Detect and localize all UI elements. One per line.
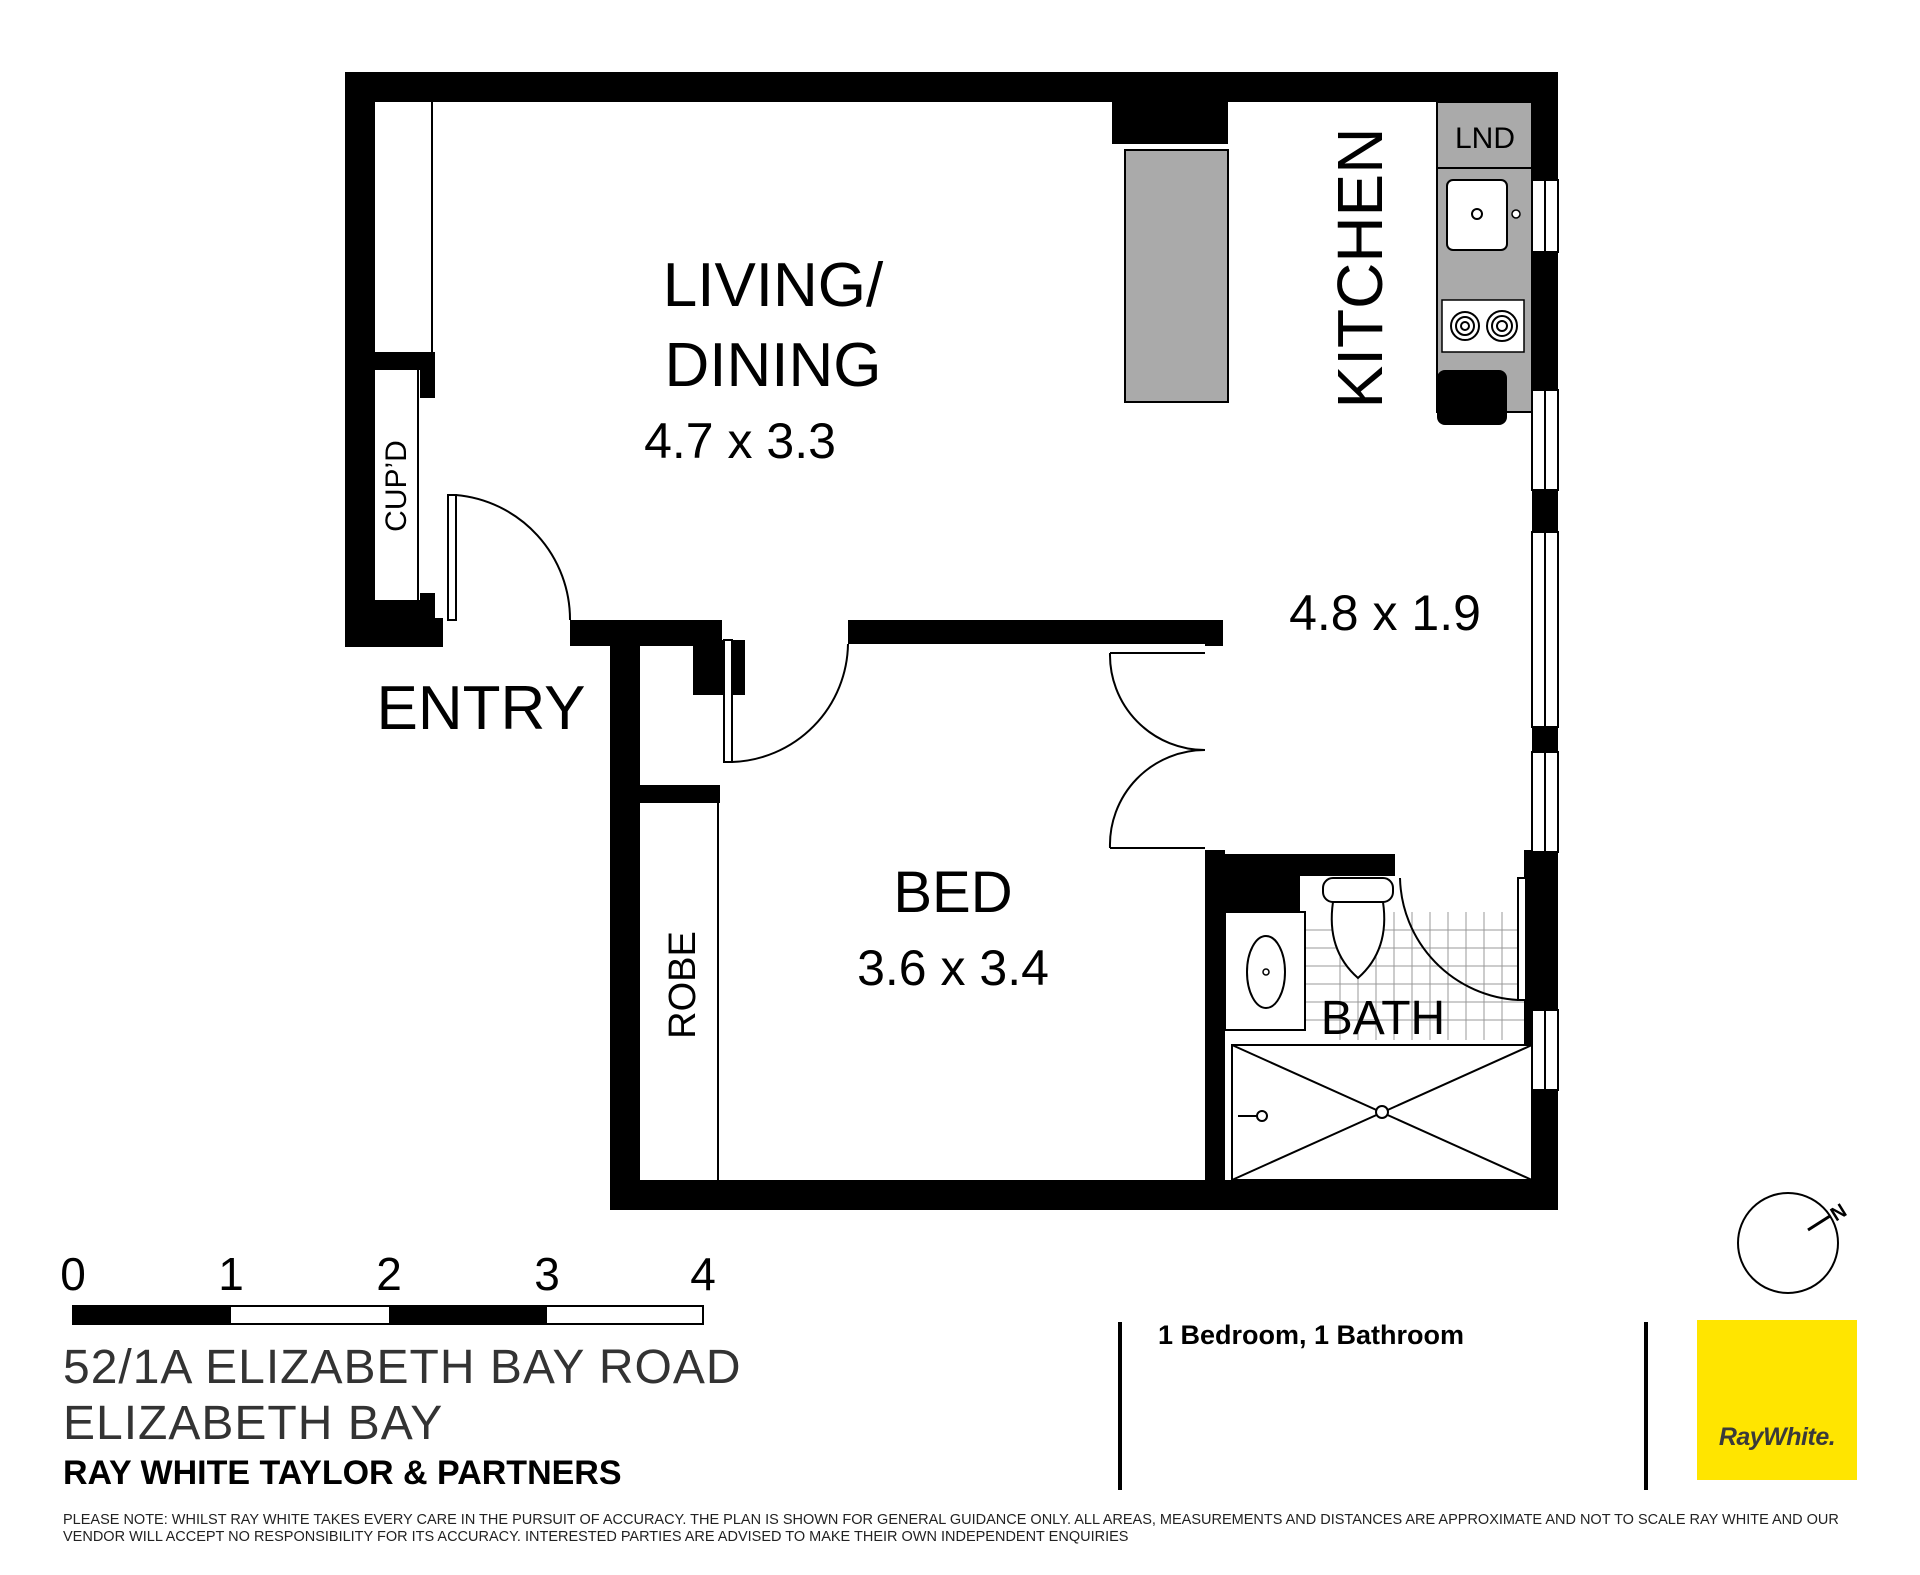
bed-bath-summary: 1 Bedroom, 1 Bathroom bbox=[1158, 1320, 1465, 1350]
cupboard-label: CUP’D bbox=[380, 440, 413, 532]
divider-right bbox=[1644, 1322, 1648, 1490]
kitchen-label: KITCHEN bbox=[1324, 128, 1396, 409]
living-label-line1: LIVING/ bbox=[663, 251, 884, 320]
bath-label: BATH bbox=[1321, 992, 1445, 1045]
address-line1: 52/1A ELIZABETH BAY ROAD bbox=[63, 1341, 742, 1394]
divider-left bbox=[1118, 1322, 1122, 1490]
bed-label: BED bbox=[893, 860, 1012, 925]
double-doors bbox=[1108, 652, 1206, 849]
scale-tick-2: 2 bbox=[376, 1248, 402, 1300]
living-label-line2: DINING bbox=[665, 331, 882, 400]
bathroom-door bbox=[1399, 877, 1527, 1001]
logo-text: RayWhite. bbox=[1718, 1423, 1836, 1451]
cooktop-icon bbox=[1441, 299, 1525, 353]
bedroom-door bbox=[723, 639, 849, 763]
compass-north-label: N bbox=[1827, 1200, 1851, 1226]
kitchen-size: 4.8 x 1.9 bbox=[1289, 585, 1481, 641]
scale-tick-0: 0 bbox=[60, 1248, 86, 1300]
scale-tick-4: 4 bbox=[690, 1248, 716, 1300]
basin-icon bbox=[1224, 911, 1306, 1031]
entry-door bbox=[447, 494, 572, 621]
address-line2: ELIZABETH BAY bbox=[63, 1397, 444, 1450]
toilet-icon bbox=[1322, 877, 1394, 980]
agency-name: RAY WHITE TAYLOR & PARTNERS bbox=[63, 1454, 622, 1492]
kitchen-island bbox=[1124, 149, 1229, 403]
scale-tick-3: 3 bbox=[534, 1248, 560, 1300]
disclaimer: Please note: Whilst Ray White takes ever… bbox=[63, 1512, 1839, 1545]
cupboard-doors bbox=[417, 102, 433, 600]
living-size: 4.7 x 3.3 bbox=[644, 413, 836, 469]
entry-label: ENTRY bbox=[376, 674, 585, 743]
kitchen-bench bbox=[1436, 101, 1533, 425]
robe-label: ROBE bbox=[662, 931, 704, 1039]
shower bbox=[1231, 1044, 1533, 1181]
sink-icon bbox=[1446, 179, 1508, 251]
ray-white-logo: RayWhite. bbox=[1697, 1320, 1857, 1480]
scale-tick-1: 1 bbox=[218, 1248, 244, 1300]
scale-bar: 0 1 2 3 4 bbox=[60, 1248, 716, 1325]
bed-size: 3.6 x 3.4 bbox=[857, 940, 1049, 996]
laundry-label: LND bbox=[1455, 122, 1515, 155]
compass-icon: N bbox=[1737, 1192, 1851, 1294]
